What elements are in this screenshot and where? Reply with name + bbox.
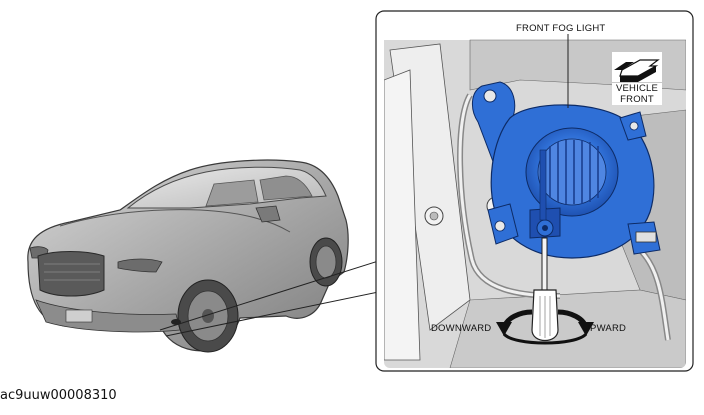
vehicle-front-arrow-icon (612, 52, 662, 82)
callout-line-upper (159, 257, 389, 331)
front-fog-light-label: FRONT FOG LIGHT (516, 23, 606, 34)
vehicle-front-label-line2: FRONT (612, 94, 662, 105)
vehicle-front-label-line1: VEHICLE (612, 83, 662, 94)
detail-view (384, 34, 686, 368)
callout-line-lower (165, 289, 389, 337)
fog-light-assembly (472, 81, 661, 259)
car-illustration (27, 159, 349, 353)
figure-code: ac9uuw00008310 (0, 388, 117, 403)
screwdriver-icon (531, 237, 559, 342)
upward-label: UPWARD (583, 323, 627, 334)
rotate-arrows-icon (496, 309, 594, 345)
vehicle-front-label: VEHICLE FRONT (612, 83, 662, 105)
downward-label: DOWNWARD (431, 323, 492, 334)
